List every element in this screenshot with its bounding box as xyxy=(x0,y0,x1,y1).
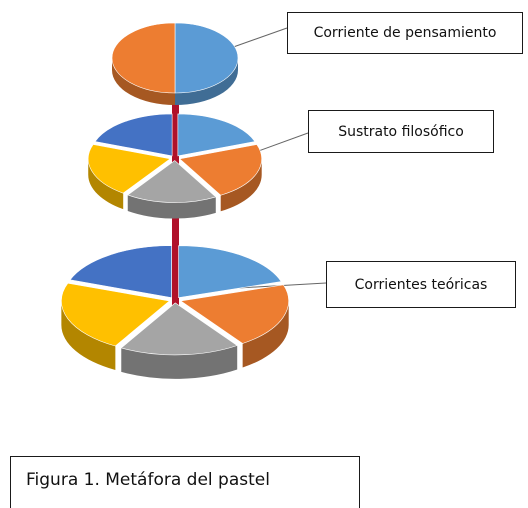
pie-slice-2-4 xyxy=(69,245,172,298)
pie-side-0-1 xyxy=(112,58,175,105)
pie-layer-2 xyxy=(61,245,289,379)
label-middle-text: Sustrato filosófico xyxy=(338,123,464,140)
pie-slice-1-0 xyxy=(177,113,256,157)
pie-slice-2-3 xyxy=(61,282,171,347)
pie-slice-0-1 xyxy=(111,22,176,94)
label-top-layer: Corriente de pensamiento xyxy=(287,12,523,54)
pie-slice-1-3 xyxy=(87,144,171,194)
pie-slice-1-2 xyxy=(127,160,217,203)
figure-caption: Figura 1. Metáfora del pastel xyxy=(26,470,270,490)
pie-side-1-1 xyxy=(220,158,262,212)
pie-side-1-3 xyxy=(88,158,124,210)
label-bottom-text: Corrientes teóricas xyxy=(354,276,488,293)
pie-slice-2-1 xyxy=(179,284,289,344)
pie-slice-2-0 xyxy=(178,245,282,299)
pie-side-2-1 xyxy=(242,300,289,368)
pie-side-2-2 xyxy=(121,345,238,379)
label-bottom-layer: Corrientes teóricas xyxy=(326,261,516,308)
label-middle-layer: Sustrato filosófico xyxy=(308,110,494,153)
label-top-text: Corriente de pensamiento xyxy=(313,25,497,41)
figure-caption-box: Figura 1. Metáfora del pastel xyxy=(10,456,360,508)
pie-layer-0 xyxy=(111,22,239,105)
pie-slice-1-4 xyxy=(94,113,173,157)
pie-slice-2-2 xyxy=(120,302,238,356)
pie-layer-1 xyxy=(87,113,262,219)
pie-slice-1-1 xyxy=(179,144,262,196)
pie-slice-0-0 xyxy=(174,22,239,94)
pie-side-0-0 xyxy=(175,58,238,105)
